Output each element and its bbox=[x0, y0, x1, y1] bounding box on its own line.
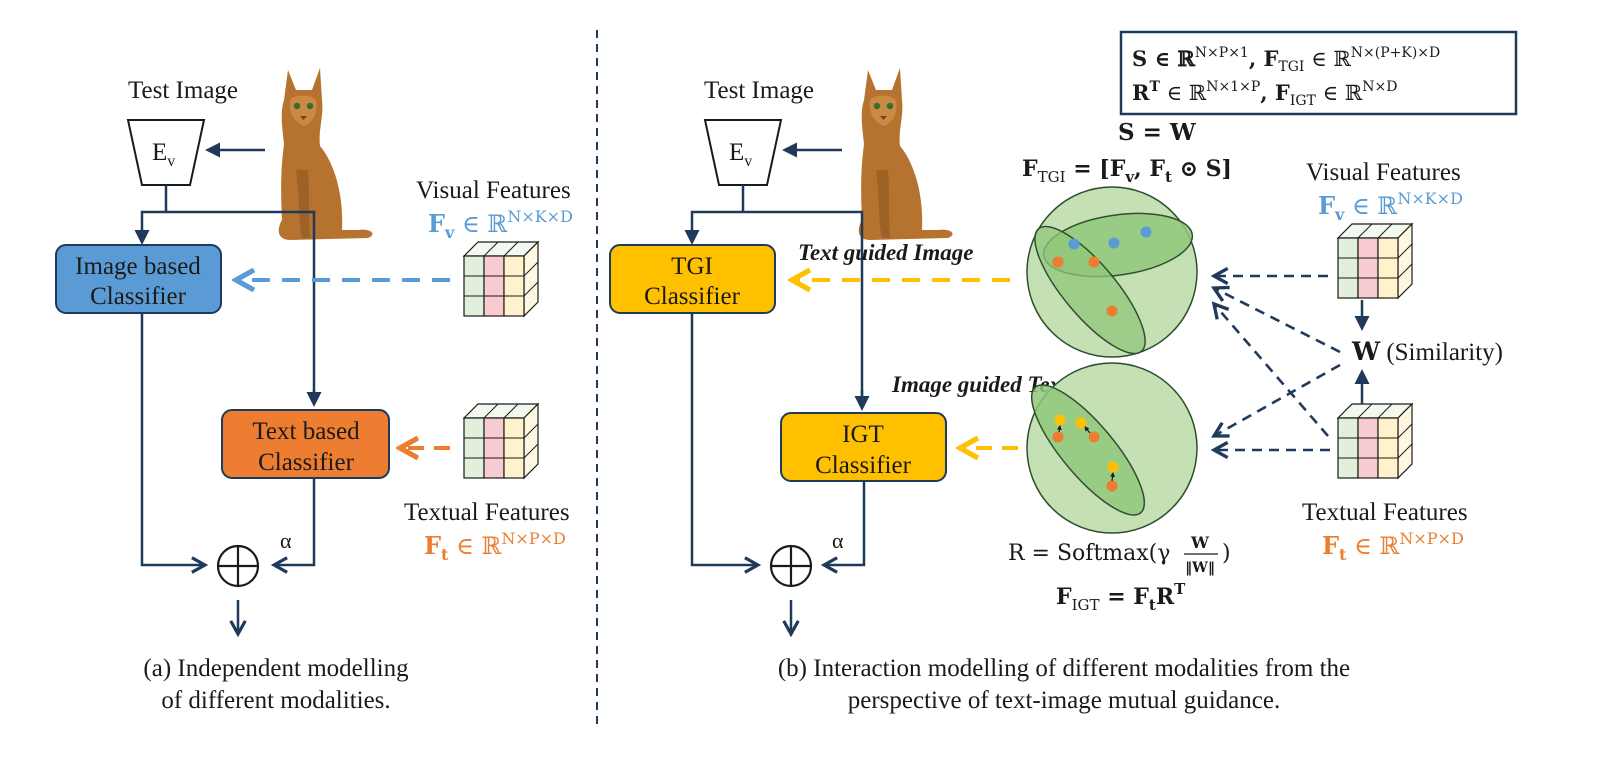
left-encoder bbox=[126, 119, 206, 186]
igt-feature-space bbox=[1026, 362, 1198, 534]
igt-dot-refined bbox=[1107, 461, 1119, 473]
left-caption-line1: (a) Independent modelling bbox=[143, 655, 409, 682]
r-formula-close: ) bbox=[1222, 541, 1231, 566]
igt-dot-text bbox=[1052, 431, 1064, 443]
right-caption-line1: (b) Interaction modelling of different m… bbox=[778, 655, 1350, 682]
igt-dot-refined bbox=[1075, 417, 1087, 429]
igt-dot-refined bbox=[1054, 414, 1066, 426]
right-igt-to-sum-line bbox=[824, 481, 866, 565]
similarity-label: W (Similarity) bbox=[1351, 337, 1503, 366]
left-text-to-sum-line bbox=[274, 478, 316, 565]
left-panel: Test Image Ev Image based Classifier Tex… bbox=[55, 68, 573, 714]
igt-classifier-line2: Classifier bbox=[815, 452, 911, 479]
left-sum-operator bbox=[216, 544, 260, 588]
right-textual-features-label: Textual Features bbox=[1302, 499, 1468, 526]
left-test-image-label: Test Image bbox=[128, 77, 238, 104]
left-textual-features-cube bbox=[462, 402, 540, 480]
f-tgi-formula: FTGI = [Fv, Ft ⊙ S] bbox=[1022, 156, 1232, 186]
tgi-dot-visual bbox=[1140, 226, 1152, 238]
right-textual-features-math: Ft ∈ ℝN×P×D bbox=[1322, 529, 1464, 564]
left-alpha: α bbox=[280, 528, 292, 553]
s-equals-w: S = W bbox=[1118, 119, 1197, 146]
right-visual-features-cube bbox=[1336, 222, 1414, 300]
right-sum-operator bbox=[769, 544, 813, 588]
left-textual-features-label: Textual Features bbox=[404, 499, 570, 526]
right-caption-line2: perspective of text-image mutual guidanc… bbox=[848, 687, 1280, 714]
tgi-feature-space bbox=[1026, 186, 1198, 358]
tgi-dot-visual bbox=[1068, 238, 1080, 250]
right-cat-image bbox=[858, 68, 953, 240]
igt-classifier-line1: IGT bbox=[842, 421, 884, 448]
right-encoder-label: Ev bbox=[729, 139, 752, 170]
left-visual-features-cube bbox=[462, 240, 540, 318]
right-visual-features-label: Visual Features bbox=[1306, 159, 1461, 186]
image-based-classifier bbox=[55, 244, 222, 314]
r-formula-denominator: ‖W‖ bbox=[1185, 560, 1215, 576]
right-textual-features-cube bbox=[1336, 402, 1414, 480]
left-visual-features-math: Fv ∈ ℝN×K×D bbox=[428, 207, 573, 242]
f-igt-formula: FIGT = FtRT bbox=[1056, 580, 1186, 614]
igt-dot-text bbox=[1088, 431, 1100, 443]
text-classifier-line1: Text based bbox=[252, 418, 360, 445]
tgi-dot-text bbox=[1106, 305, 1118, 317]
left-image-to-sum-line bbox=[140, 313, 205, 565]
left-encoder-split-line bbox=[140, 185, 316, 400]
guidance-dashed-arrows bbox=[1214, 276, 1341, 450]
left-caption-line2: of different modalities. bbox=[161, 687, 390, 714]
legend-line1: S ∈ ℝN×P×1, FTGI ∈ ℝN×(P+K)×D bbox=[1132, 45, 1440, 75]
right-tgi-to-sum-line bbox=[690, 313, 758, 565]
right-test-image-label: Test Image bbox=[704, 77, 814, 104]
image-classifier-line2: Classifier bbox=[90, 283, 186, 310]
right-visual-features-math: Fv ∈ ℝN×K×D bbox=[1318, 189, 1463, 224]
right-encoder bbox=[703, 119, 783, 186]
text-based-classifier bbox=[221, 409, 390, 479]
tgi-classifier-line1: TGI bbox=[671, 253, 713, 280]
left-visual-features-label: Visual Features bbox=[416, 177, 571, 204]
right-encoder-split-line bbox=[690, 185, 864, 400]
igt-dot-text bbox=[1106, 480, 1118, 492]
text-classifier-line2: Classifier bbox=[258, 449, 354, 476]
left-encoder-label: Ev bbox=[152, 139, 175, 170]
notation-legend-box bbox=[1119, 30, 1518, 116]
image-classifier-line1: Image based bbox=[75, 253, 201, 280]
right-panel: S ∈ ℝN×P×1, FTGI ∈ ℝN×(P+K)×D RT ∈ ℝN×1×… bbox=[609, 30, 1518, 714]
tgi-classifier-line2: Classifier bbox=[644, 283, 740, 310]
r-formula-numerator: W bbox=[1190, 533, 1210, 552]
legend-line2: RT ∈ ℝN×1×P, FIGT ∈ ℝN×D bbox=[1132, 79, 1397, 109]
left-cat-image bbox=[278, 68, 373, 240]
tgi-dot-visual bbox=[1108, 237, 1120, 249]
tgi-dot-text bbox=[1052, 256, 1064, 268]
right-alpha: α bbox=[832, 528, 844, 553]
r-formula: R = Softmax(γ bbox=[1008, 541, 1170, 566]
left-textual-features-math: Ft ∈ ℝN×P×D bbox=[424, 529, 566, 564]
text-guided-image-label: Text guided Image bbox=[798, 240, 973, 265]
tgi-dot-text bbox=[1088, 256, 1100, 268]
